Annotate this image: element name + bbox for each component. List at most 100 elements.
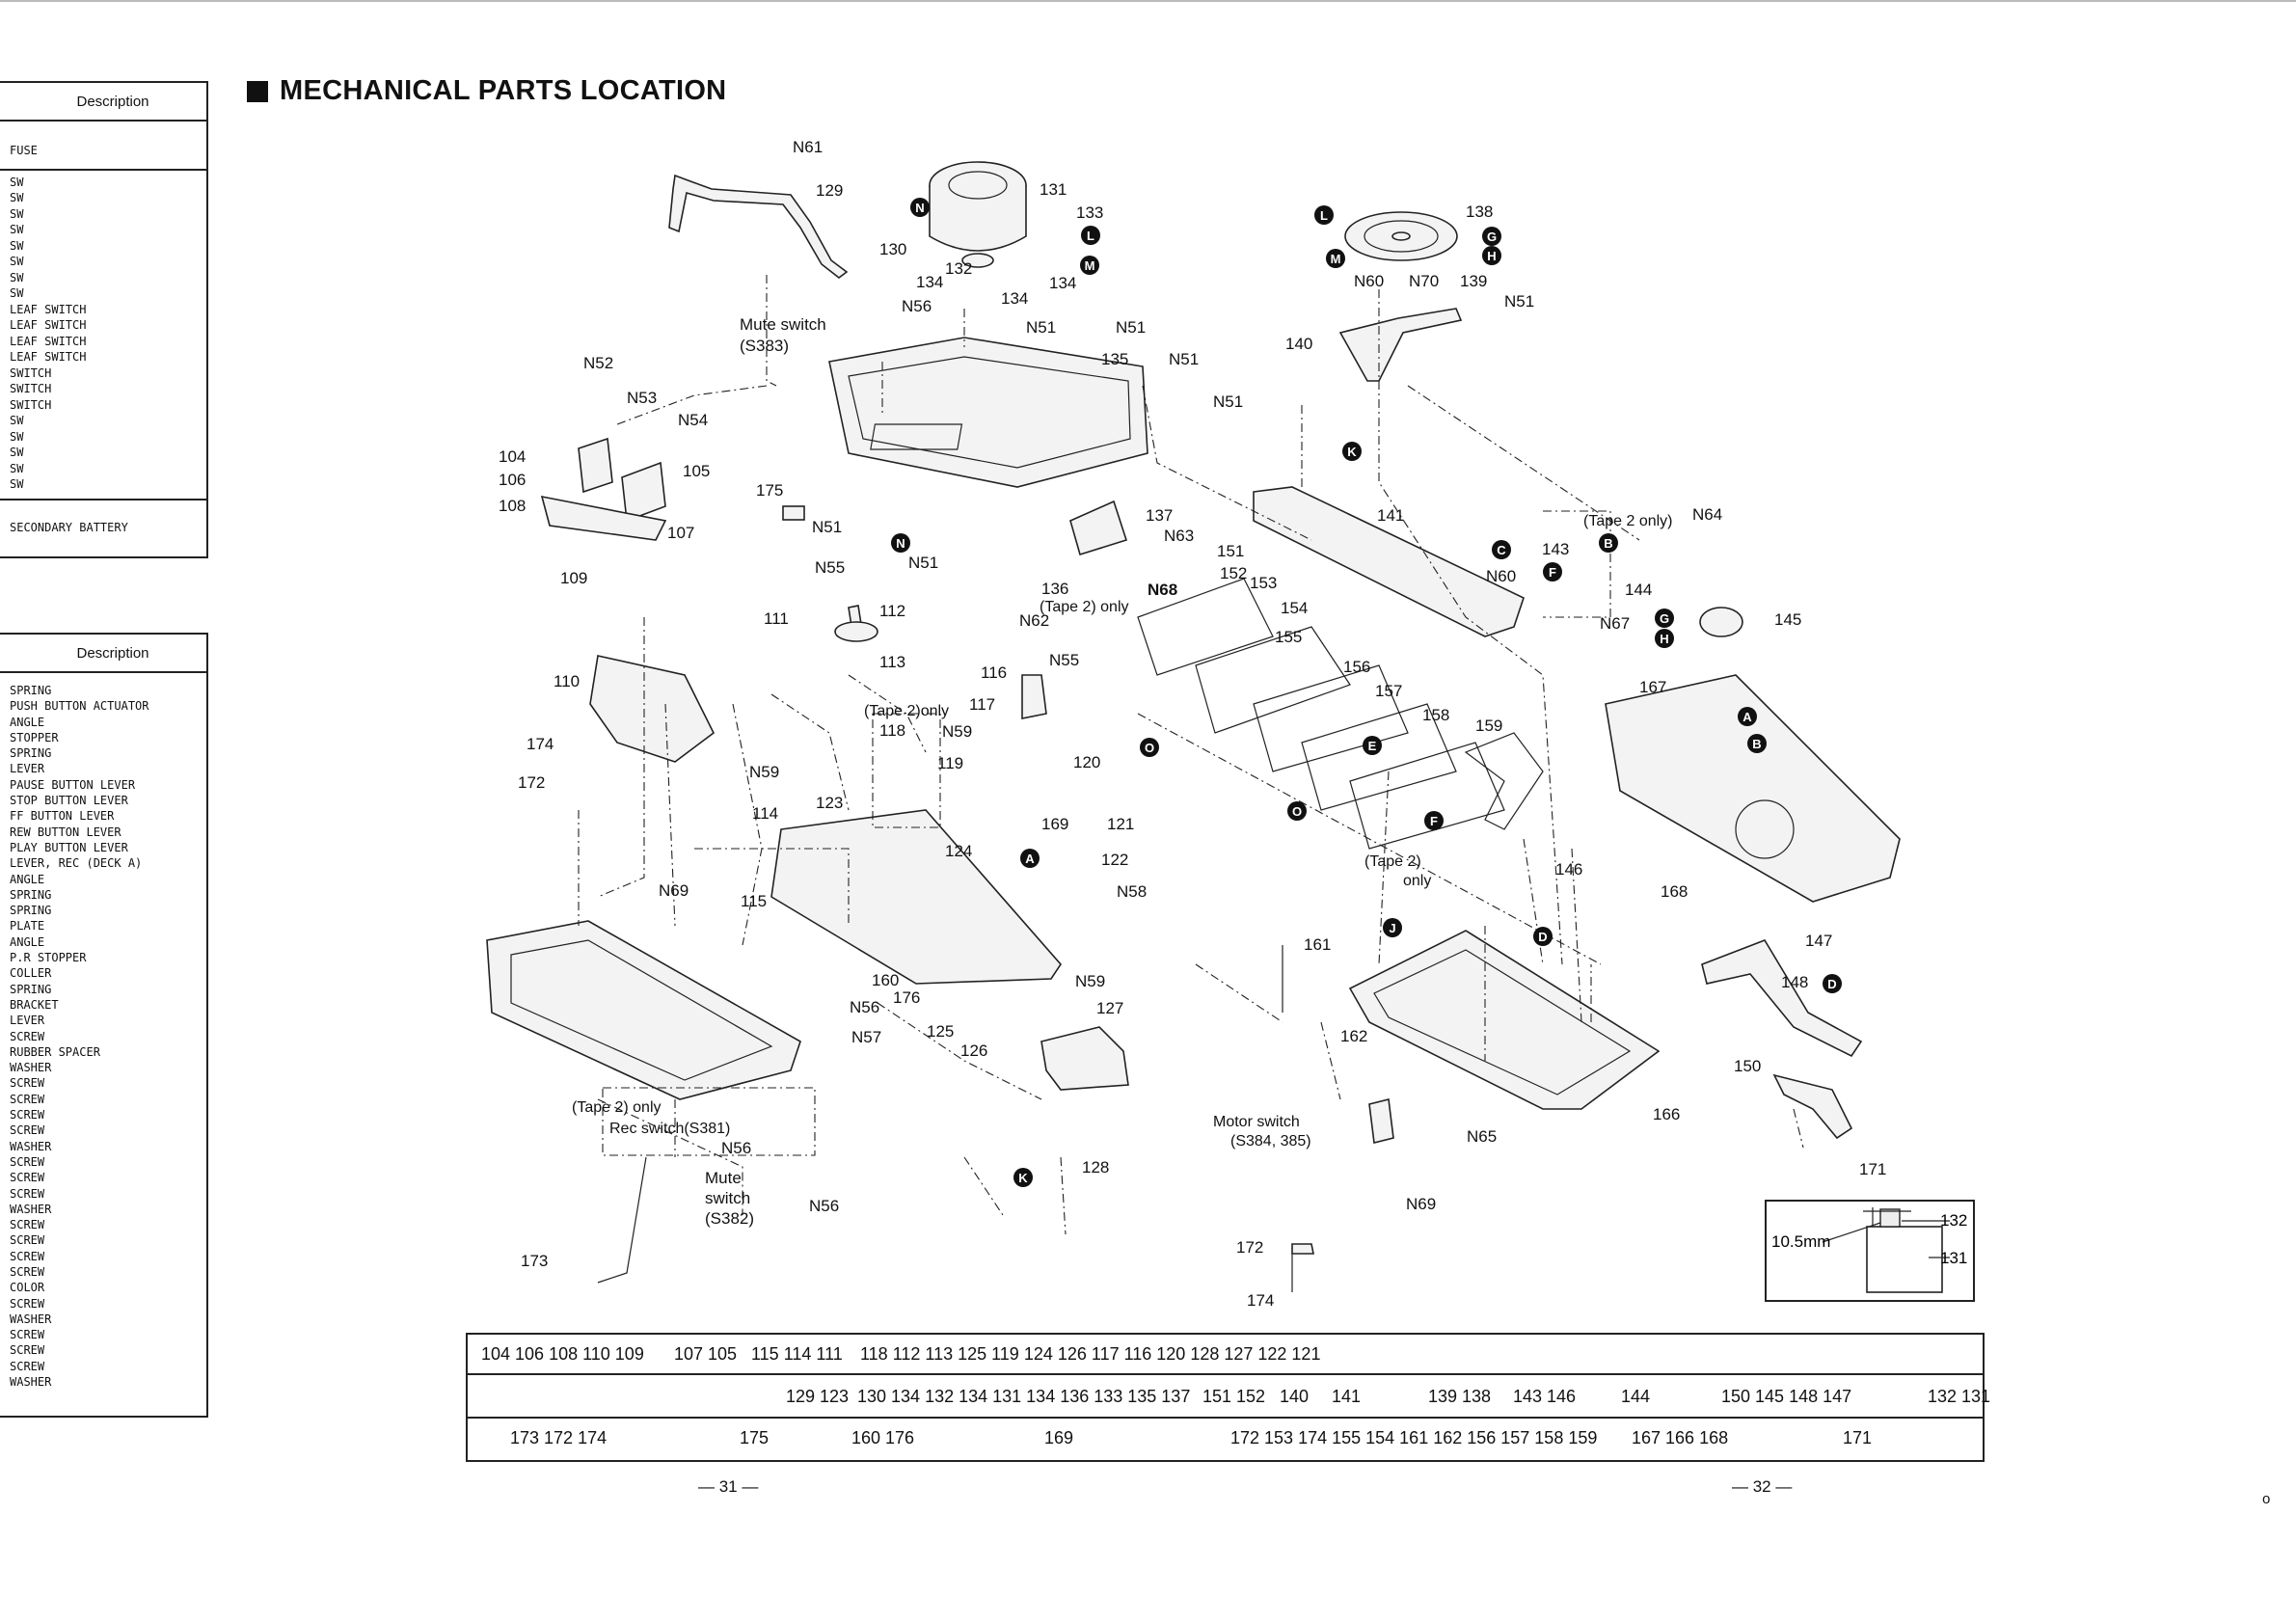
callout-marker: J [1383,918,1402,937]
index-cell: 139 138 [1428,1387,1492,1406]
table-row: SCREW [10,1108,45,1123]
part-141-shape [1253,486,1525,637]
table-row: SCREW [10,1264,45,1279]
label-n59c: N59 [1075,972,1105,990]
part-148-shape [1701,939,1863,1058]
table-row: SCREW [10,1154,45,1169]
label-n53: N53 [627,389,657,407]
label-171: 171 [1859,1160,1886,1178]
table-row: SPRING [10,982,52,996]
label-n59a: N59 [942,722,972,741]
table-row: SPRING [10,746,52,761]
top-rule [0,0,2296,2]
table-row: STOPPER [10,730,59,744]
part-117-shape [1021,674,1047,719]
reel-138-shape [1344,211,1458,261]
callout-marker: A [1020,849,1040,868]
label-138: 138 [1466,203,1493,221]
index-cell: 172 153 174 155 154 161 162 156 157 158 … [1230,1428,1598,1447]
label-156: 156 [1343,658,1370,676]
label-n60b: N60 [1486,567,1516,585]
label-rec-switch: Rec switch(S381) [609,1121,730,1137]
table-row: FF BUTTON LEVER [10,809,115,824]
label-175: 175 [756,481,783,500]
part-140-shape [1338,308,1463,382]
label-s383: (S383) [740,337,789,355]
motor-switch-shape [1368,1098,1394,1144]
index-cell: 143 146 [1513,1387,1577,1406]
label-172b: 172 [1236,1238,1263,1257]
callout-marker: N [891,533,910,553]
callout-marker: O [1287,801,1307,821]
table-row: LEAF SWITCH [10,334,87,348]
table-row: LEAF SWITCH [10,350,87,364]
label-168: 168 [1661,882,1688,901]
callout-letter: G [1660,611,1669,626]
label-n60a: N60 [1354,272,1384,290]
index-cell: 171 [1843,1428,1873,1447]
label-n51c: N51 [1169,350,1199,368]
callout-letter: C [1497,543,1506,557]
table-row: SW [10,223,24,236]
label-n64: N64 [1692,505,1722,524]
table-row: SW [10,206,24,221]
label-n62: N62 [1019,611,1049,630]
part-105-shape [621,461,666,523]
label-139: 139 [1460,272,1487,290]
label-137: 137 [1146,506,1173,525]
row-divider [468,1373,1983,1375]
table-row: SCREW [10,1092,45,1106]
callout-letter: G [1487,230,1497,244]
label-160: 160 [872,971,899,989]
part-145-shape [1699,607,1743,637]
table-row: SCREW [10,1233,45,1248]
table-row: SECONDARY BATTERY [10,520,128,534]
callout-letter: M [1331,252,1341,266]
label-n54: N54 [678,411,708,429]
label-172a: 172 [518,773,545,792]
callout-letter: K [1347,445,1357,459]
table-header: Description [0,83,206,122]
label-107: 107 [667,524,694,542]
label-121: 121 [1107,815,1134,833]
label-145: 145 [1774,610,1801,629]
table-row: SW [10,286,24,300]
table-row: SCREW [10,1343,45,1358]
index-cell: 175 [740,1428,770,1447]
label-131: 131 [1040,180,1067,199]
index-cell: 107 105 [674,1344,738,1364]
parts-index-table: 104 106 108 110 109 107 105 115 114 111 … [466,1333,1990,1462]
table-row: SPRING [10,684,52,697]
label-140: 140 [1285,335,1312,353]
label-n51b: N51 [1116,318,1146,337]
callout-letter: B [1604,536,1612,551]
label-133: 133 [1076,203,1103,222]
table-row: SW [10,477,24,491]
label-150: 150 [1734,1057,1761,1075]
label-125: 125 [927,1022,954,1041]
table-row: RUBBER SPACER [10,1044,100,1059]
callout-marker: G [1655,609,1674,628]
label-174b: 174 [1247,1291,1274,1310]
label-120: 120 [1073,753,1100,771]
table-row: SW [10,238,24,253]
part-167-hole [1735,799,1795,859]
callout-letter: N [915,201,924,215]
inset-label-132: 132 [1940,1211,1967,1230]
label-157: 157 [1375,682,1402,700]
table-group: FUSE [0,122,206,171]
table-row: SCREW [10,1296,45,1311]
table-row: WASHER [10,1202,52,1216]
label-mute-switch-1: Mute switch [740,315,826,334]
callout-letter: A [1025,852,1035,866]
table-row: WASHER [10,1139,52,1153]
label-130: 130 [879,240,906,258]
callout-marker: F [1543,562,1562,582]
part-137-shape [1069,500,1128,556]
label-n63: N63 [1164,527,1194,545]
label-123: 123 [816,794,843,812]
label-n55b: N55 [1049,651,1079,669]
label-n51g: N51 [1504,292,1534,311]
label-109: 109 [560,569,587,587]
